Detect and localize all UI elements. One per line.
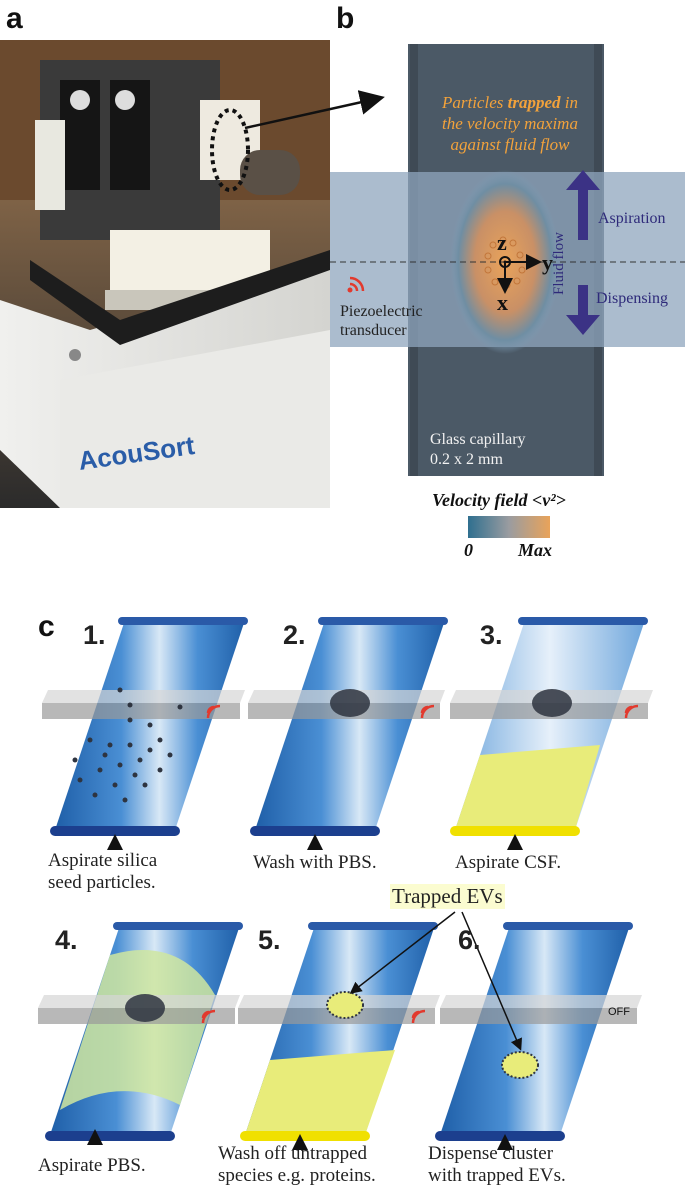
trapped-particles-label: Particles trapped in the velocity maxima… bbox=[441, 93, 578, 154]
colorbar-min-label: 0 bbox=[464, 540, 473, 560]
step-caption-3: Aspirate CSF. bbox=[455, 852, 562, 873]
step-number-2: 2. bbox=[283, 620, 306, 650]
step-1-graphic bbox=[42, 617, 248, 850]
step-3-graphic bbox=[450, 617, 653, 850]
step-number-6: 6. bbox=[458, 925, 481, 955]
step-4-graphic bbox=[38, 922, 243, 1145]
colorbar-title: Velocity field <v²> bbox=[432, 490, 566, 510]
aspiration-label: Aspiration bbox=[598, 210, 666, 227]
off-label: OFF bbox=[608, 1006, 630, 1018]
trapped-evs-label: Trapped EVs bbox=[390, 884, 505, 909]
fluid-flow-label: Fluid flow bbox=[550, 232, 567, 295]
step-2-graphic bbox=[248, 617, 448, 850]
panel-label-b: b bbox=[336, 2, 355, 35]
wifi-icon-transducer bbox=[347, 276, 365, 293]
capillary-highlight bbox=[210, 108, 250, 192]
step-6-graphic bbox=[435, 922, 642, 1150]
axis-y-label: y bbox=[542, 250, 553, 275]
step-caption-2: Wash with PBS. bbox=[253, 852, 377, 873]
step-number-3: 3. bbox=[480, 620, 503, 650]
flow-arrows bbox=[566, 170, 600, 335]
dispensing-label: Dispensing bbox=[596, 290, 668, 307]
trapped-evs-arrows bbox=[349, 911, 522, 1051]
panel-label-a: a bbox=[6, 2, 23, 35]
step-caption-4: Aspirate PBS. bbox=[38, 1155, 146, 1176]
step-5-graphic bbox=[238, 922, 440, 1150]
panel-label-c: c bbox=[38, 610, 55, 643]
zoom-arrow bbox=[244, 90, 385, 130]
colorbar-max-label: Max bbox=[518, 540, 553, 560]
step-number-4: 4. bbox=[55, 925, 78, 955]
axis-x-label: x bbox=[497, 290, 508, 315]
capillary-schematic bbox=[330, 44, 685, 476]
instrument-photo bbox=[0, 40, 330, 508]
step-number-5: 5. bbox=[258, 925, 281, 955]
coordinate-axes bbox=[497, 254, 542, 294]
step-number-1: 1. bbox=[83, 620, 106, 650]
axis-z-label: z bbox=[497, 230, 507, 255]
colorbar bbox=[468, 516, 550, 538]
